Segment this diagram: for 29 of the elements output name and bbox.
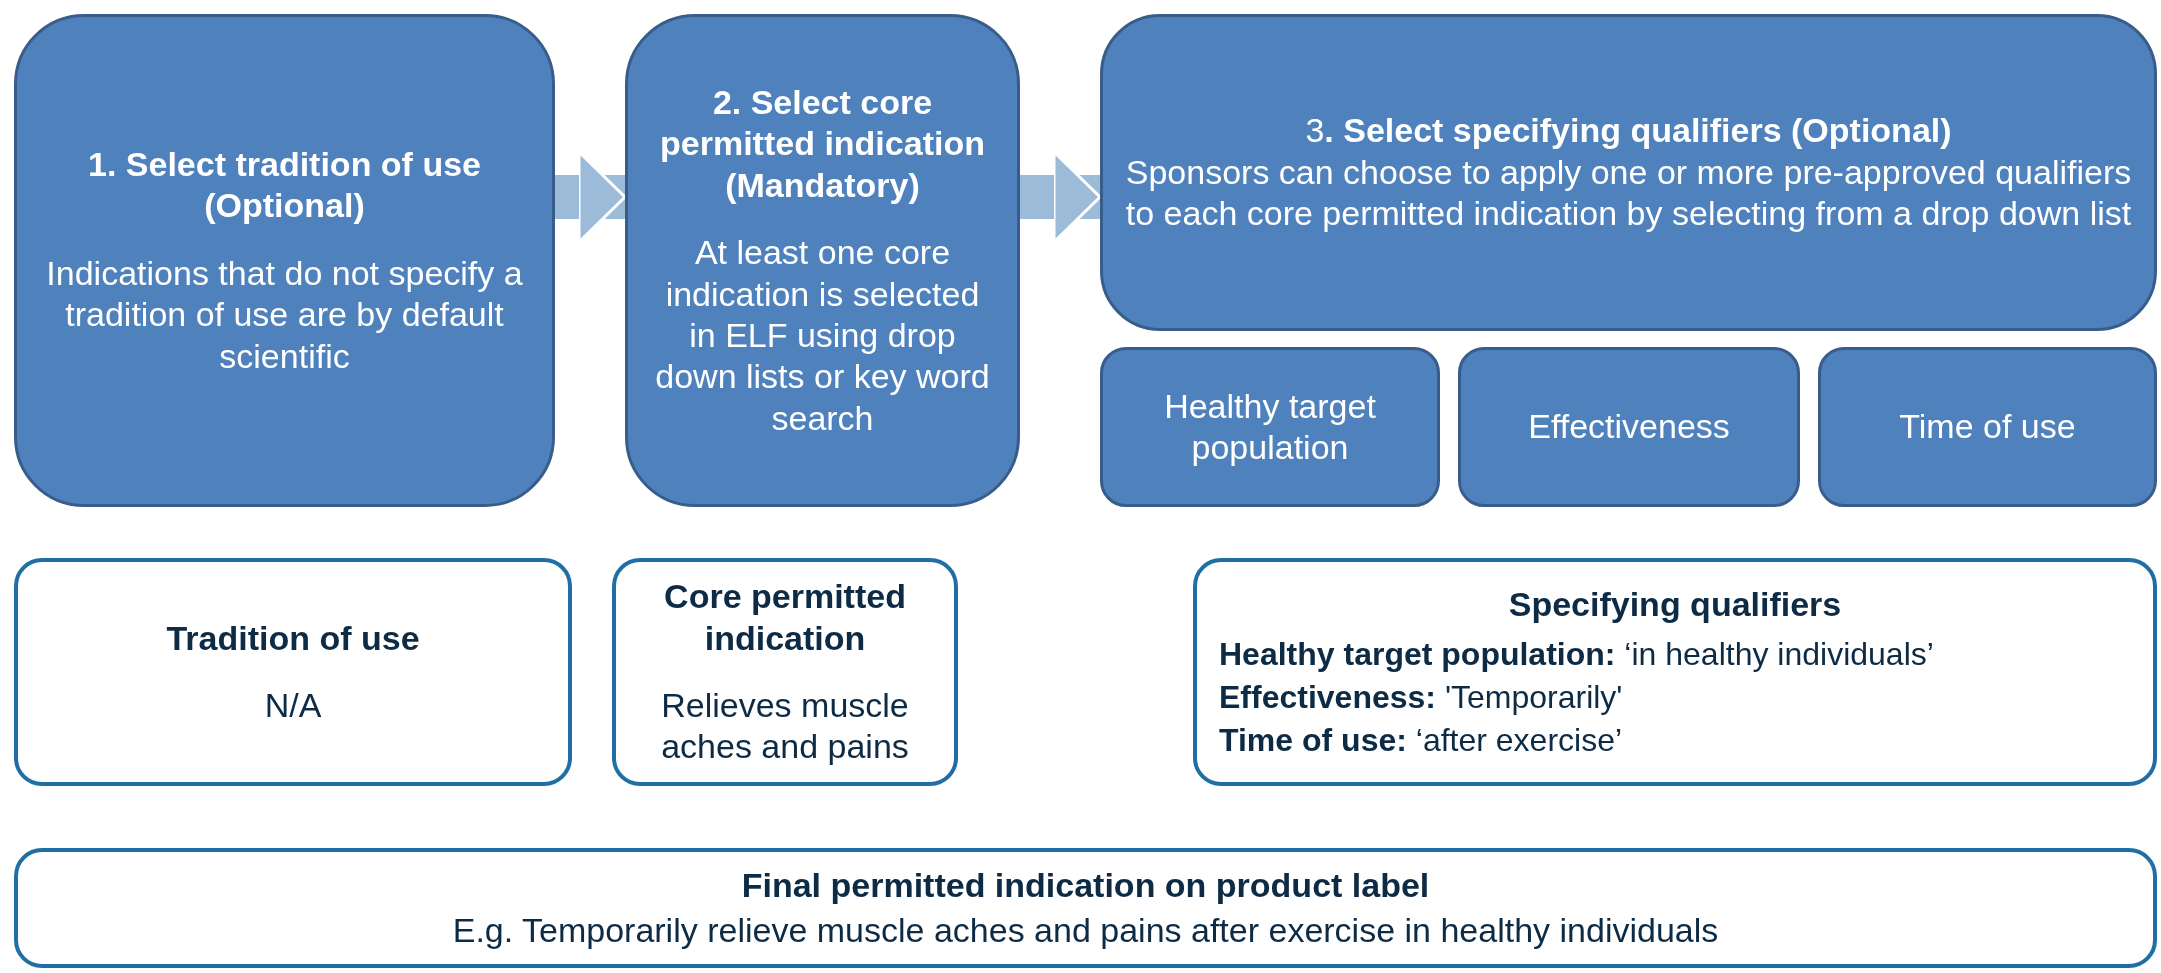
card-text: N/A bbox=[264, 685, 322, 726]
final-label-card bbox=[14, 848, 2157, 968]
qualifier-label: Time of use bbox=[1899, 406, 2076, 448]
qualifier-card bbox=[1458, 347, 1800, 507]
step-card bbox=[1100, 14, 2157, 331]
example-card bbox=[612, 558, 958, 786]
card-text: Relieves muscle aches and pains bbox=[660, 685, 910, 768]
card-heading: Core permitted indication bbox=[663, 576, 907, 659]
qualifier-label: Effectiveness bbox=[1528, 406, 1730, 448]
qualifier-card bbox=[1818, 347, 2157, 507]
card-heading: Final permitted indication on product label bbox=[741, 864, 1430, 906]
example-card bbox=[1193, 558, 2157, 786]
qualifier-text: Effectiveness: 'Temporarily' bbox=[1219, 678, 1623, 718]
card-heading: 3. Select specifying qualifiers (Optional) bbox=[1305, 110, 1952, 152]
card-heading: 2. Select core permitted indication (Mandatory) bbox=[659, 81, 986, 206]
card-text: E.g. Temporarily relieve muscle aches and pains after exercise in healthy individuals bbox=[452, 910, 1719, 951]
card-text: Indications that do not specify a tradition of use are by default scientific bbox=[45, 252, 524, 377]
qualifier-text: Time of use: ‘after exercise’ bbox=[1219, 721, 1623, 761]
card-text: Sponsors can choose to apply one or more pre-approved qualifiers to each core permitted indication by selecting from a drop down list bbox=[1125, 151, 2132, 235]
step-card bbox=[14, 14, 555, 507]
card-heading: Tradition of use bbox=[166, 617, 420, 659]
card-heading: Specifying qualifiers bbox=[1508, 583, 1842, 625]
qualifier-label: Healthy target population bbox=[1163, 385, 1377, 468]
card-text: At least one core indication is selected in ELF using drop down lists or key word search bbox=[654, 232, 991, 439]
qualifier-card bbox=[1100, 347, 1440, 507]
step-card bbox=[625, 14, 1020, 507]
example-card bbox=[14, 558, 572, 786]
card-heading: 1. Select tradition of use (Optional) bbox=[87, 143, 482, 227]
qualifier-text: Healthy target population: ‘in healthy individuals’ bbox=[1219, 635, 1934, 675]
